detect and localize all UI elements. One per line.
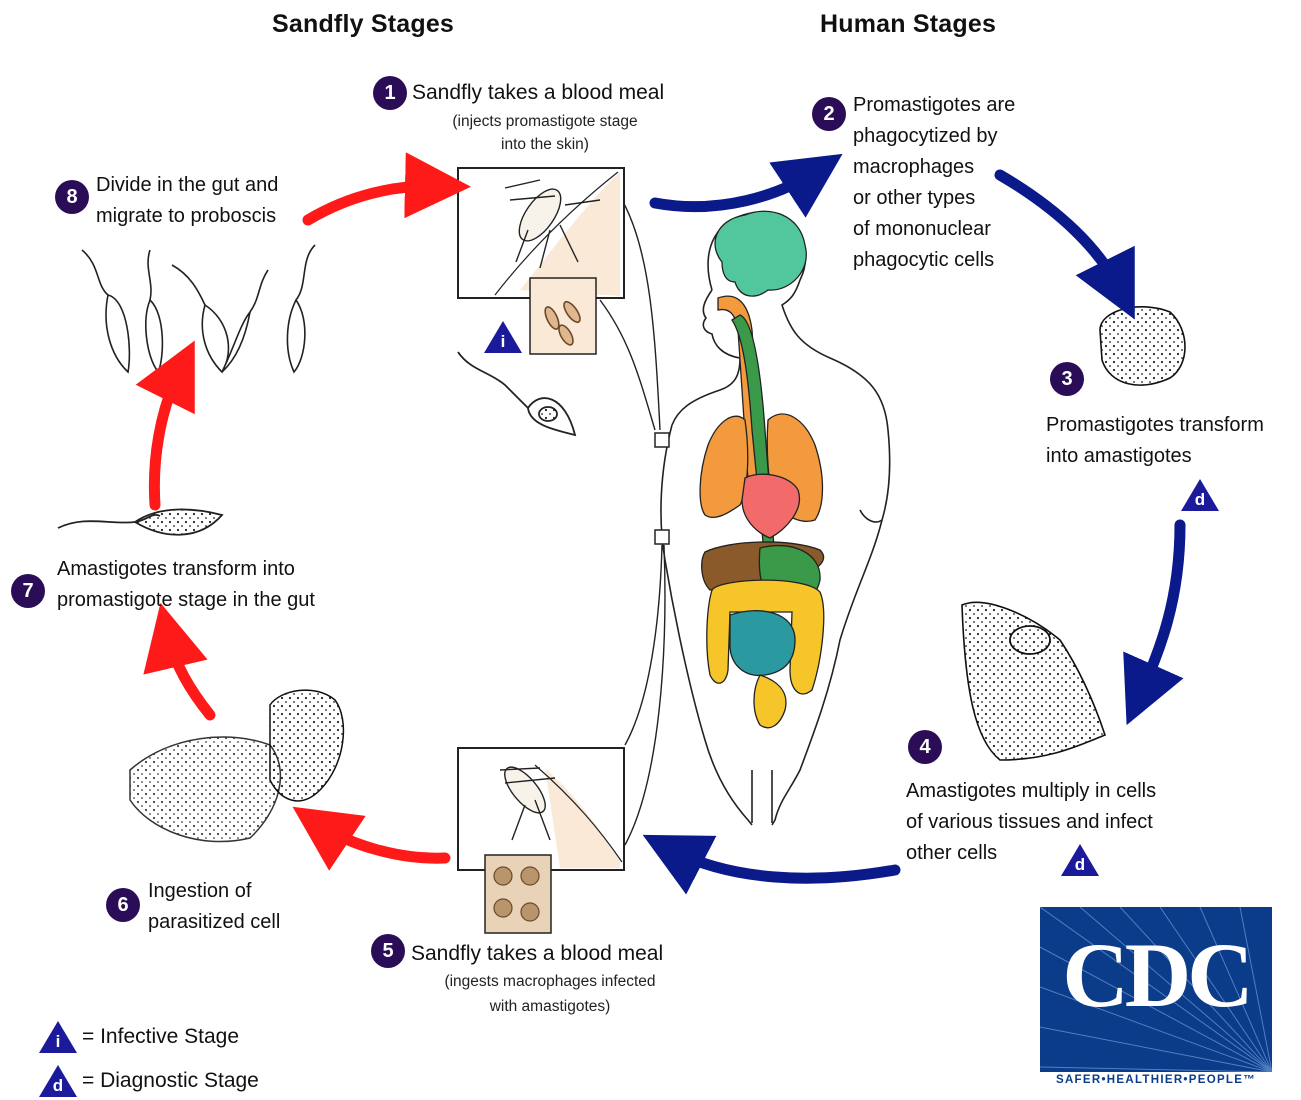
skin-site-lower — [655, 530, 669, 544]
heart — [742, 474, 799, 538]
step-4-line-2: of various tissues and infect — [906, 807, 1153, 838]
step-1-label: Sandfly takes a blood meal — [412, 77, 664, 108]
cdc-wordmark: CDC — [1040, 929, 1272, 1021]
step-4-number: 4 — [908, 730, 942, 764]
infective-stage-badge: i — [483, 320, 523, 354]
step-5-label: Sandfly takes a blood meal — [411, 938, 663, 969]
step-2-line-6: phagocytic cells — [853, 245, 994, 276]
step-5-detail-2: with amastigotes) — [425, 995, 675, 1018]
step-6-line-2: parasitized cell — [148, 907, 280, 938]
step-1-detail-1: (injects promastigote stage — [430, 110, 660, 133]
legend-diagnostic-label: = Diagnostic Stage — [82, 1069, 259, 1093]
diagnostic-legend-icon: d — [38, 1064, 78, 1098]
arrow-3-to-4 — [1140, 525, 1180, 695]
human-stages-title: Human Stages — [820, 10, 996, 39]
arrow-2-to-3 — [1000, 175, 1120, 290]
cdc-logo: CDC — [1040, 907, 1272, 1072]
sandfly-stages-title: Sandfly Stages — [272, 10, 454, 39]
legend-infective: i = Infective Stage — [38, 1020, 239, 1054]
dividing-promastigotes — [82, 245, 315, 372]
legend-diagnostic: d = Diagnostic Stage — [38, 1064, 259, 1098]
brain — [715, 211, 806, 296]
skin-site-upper — [655, 433, 669, 447]
step-3-number: 3 — [1050, 362, 1084, 396]
amastigote-transforming — [58, 509, 222, 534]
step-4-line-1: Amastigotes multiply in cells — [906, 776, 1156, 807]
step-2-line-3: macrophages — [853, 152, 974, 183]
step-5-number: 5 — [371, 934, 405, 968]
small-intestine — [730, 611, 795, 676]
step-8-number: 8 — [55, 180, 89, 214]
organs — [700, 211, 824, 727]
diagnostic-stage-badge-4: d — [1060, 843, 1100, 877]
infected-tissue-cell — [962, 602, 1105, 760]
step-3-line-1: Promastigotes transform — [1046, 410, 1264, 441]
sandfly-panel-feed — [458, 748, 624, 933]
step-2-line-2: phagocytized by — [853, 121, 998, 152]
arrow-6-to-7 — [168, 635, 210, 715]
macrophage-infected — [1100, 307, 1185, 385]
ingested-macrophage — [130, 690, 343, 841]
step-6-number: 6 — [106, 888, 140, 922]
step-2-line-4: or other types — [853, 183, 975, 214]
arrow-5-to-6 — [320, 825, 445, 858]
step-4-line-3: other cells — [906, 838, 997, 869]
promastigote-skin — [458, 352, 575, 435]
step-7-number: 7 — [11, 574, 45, 608]
infective-legend-icon: i — [38, 1020, 78, 1054]
step-8-line-2: migrate to proboscis — [96, 201, 276, 232]
step-3-line-2: into amastigotes — [1046, 441, 1192, 472]
rectum — [754, 675, 786, 728]
cdc-tagline: SAFER•HEALTHIER•PEOPLE™ — [1038, 1074, 1274, 1086]
step-1-number: 1 — [373, 76, 407, 110]
diagnostic-stage-badge-3: d — [1180, 478, 1220, 512]
step-5-detail-1: (ingests macrophages infected — [425, 970, 675, 993]
step-2-number: 2 — [812, 97, 846, 131]
step-2-line-5: of mononuclear — [853, 214, 991, 245]
arrow-1-to-2 — [655, 172, 815, 207]
step-2-line-1: Promastigotes are — [853, 90, 1015, 121]
step-6-line-1: Ingestion of — [148, 876, 251, 907]
arrow-7-to-8 — [154, 370, 180, 505]
arrow-4-to-5 — [672, 850, 895, 878]
legend-infective-label: = Infective Stage — [82, 1025, 239, 1049]
left-lung — [700, 416, 748, 517]
step-7-line-2: promastigote stage in the gut — [57, 585, 315, 616]
step-8-line-1: Divide in the gut and — [96, 170, 278, 201]
arrow-8-to-1 — [308, 186, 438, 220]
step-1-detail-2: into the skin) — [430, 133, 660, 156]
step-7-line-1: Amastigotes transform into — [57, 554, 295, 585]
